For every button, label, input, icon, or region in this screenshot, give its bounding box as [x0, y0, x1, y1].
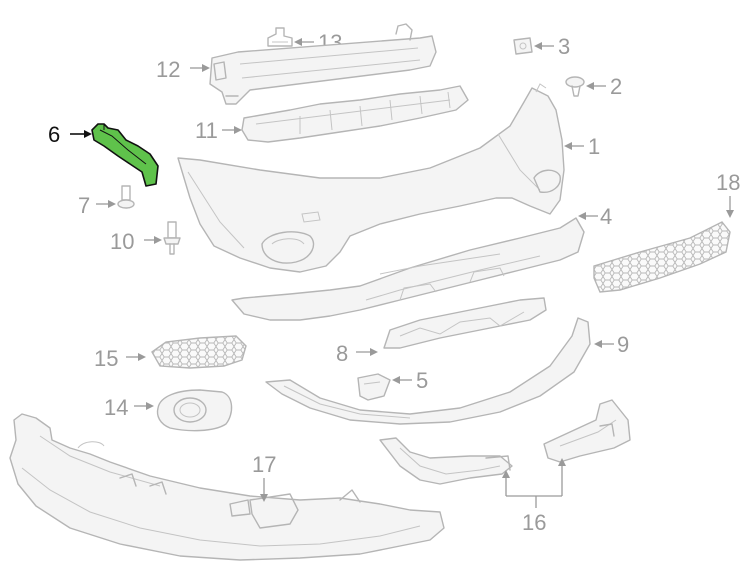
callout-15: 15 [94, 346, 118, 371]
callout-3: 3 [558, 34, 570, 59]
part-16-brackets [379, 399, 631, 485]
leader-11 [222, 126, 242, 134]
callout-16: 16 [522, 510, 546, 535]
callout-1: 1 [588, 134, 600, 159]
leader-3 [534, 42, 554, 50]
part-2-push-pin [565, 76, 585, 97]
leader-16 [502, 458, 566, 508]
leader-10 [144, 236, 162, 244]
part-8-skid-plate-insert [383, 297, 547, 349]
leader-14 [134, 402, 154, 410]
callout-9: 9 [617, 332, 629, 357]
leader-17 [260, 478, 268, 502]
part-17-lower-support [9, 413, 445, 561]
leader-12 [190, 64, 210, 72]
leader-2 [586, 82, 606, 90]
leader-13 [294, 38, 314, 46]
part-1-bumper-fascia [177, 83, 565, 273]
leader-4 [578, 212, 598, 220]
part-5-bracket [357, 373, 391, 401]
leader-7 [96, 200, 116, 208]
callout-11: 11 [195, 118, 218, 143]
callout-17: 17 [252, 452, 276, 477]
callout-2: 2 [610, 74, 622, 99]
leader-15 [126, 353, 146, 361]
leader-8 [356, 348, 378, 356]
part-13-clip [267, 27, 293, 47]
part-12-reinforcement-beam [209, 23, 437, 105]
leader-18 [726, 196, 734, 218]
leader-1 [564, 142, 584, 150]
part-7-screw [117, 185, 135, 209]
part-4-lower-valance [231, 217, 585, 321]
callout-18: 18 [716, 170, 740, 195]
callout-8: 8 [336, 341, 348, 366]
callout-4: 4 [600, 204, 612, 229]
callout-10: 10 [110, 229, 134, 254]
callout-14: 14 [104, 395, 128, 420]
part-18-grille [593, 221, 731, 293]
part-14-fog-lamp-bezel [156, 389, 233, 432]
leader-9 [594, 340, 614, 348]
leader-6 [70, 130, 92, 138]
callout-5: 5 [416, 368, 428, 393]
part-9-lower-trim [265, 317, 591, 425]
part-10-push-retainer [163, 221, 181, 255]
part-3-clip [513, 37, 533, 55]
callout-12: 12 [156, 57, 180, 82]
part-15-side-grille [151, 335, 247, 369]
callout-7: 7 [78, 193, 90, 218]
leader-5 [392, 376, 412, 384]
callout-6: 6 [48, 122, 60, 147]
part-6-bracket-highlighted [91, 123, 159, 187]
part-11-energy-absorber [241, 85, 469, 143]
